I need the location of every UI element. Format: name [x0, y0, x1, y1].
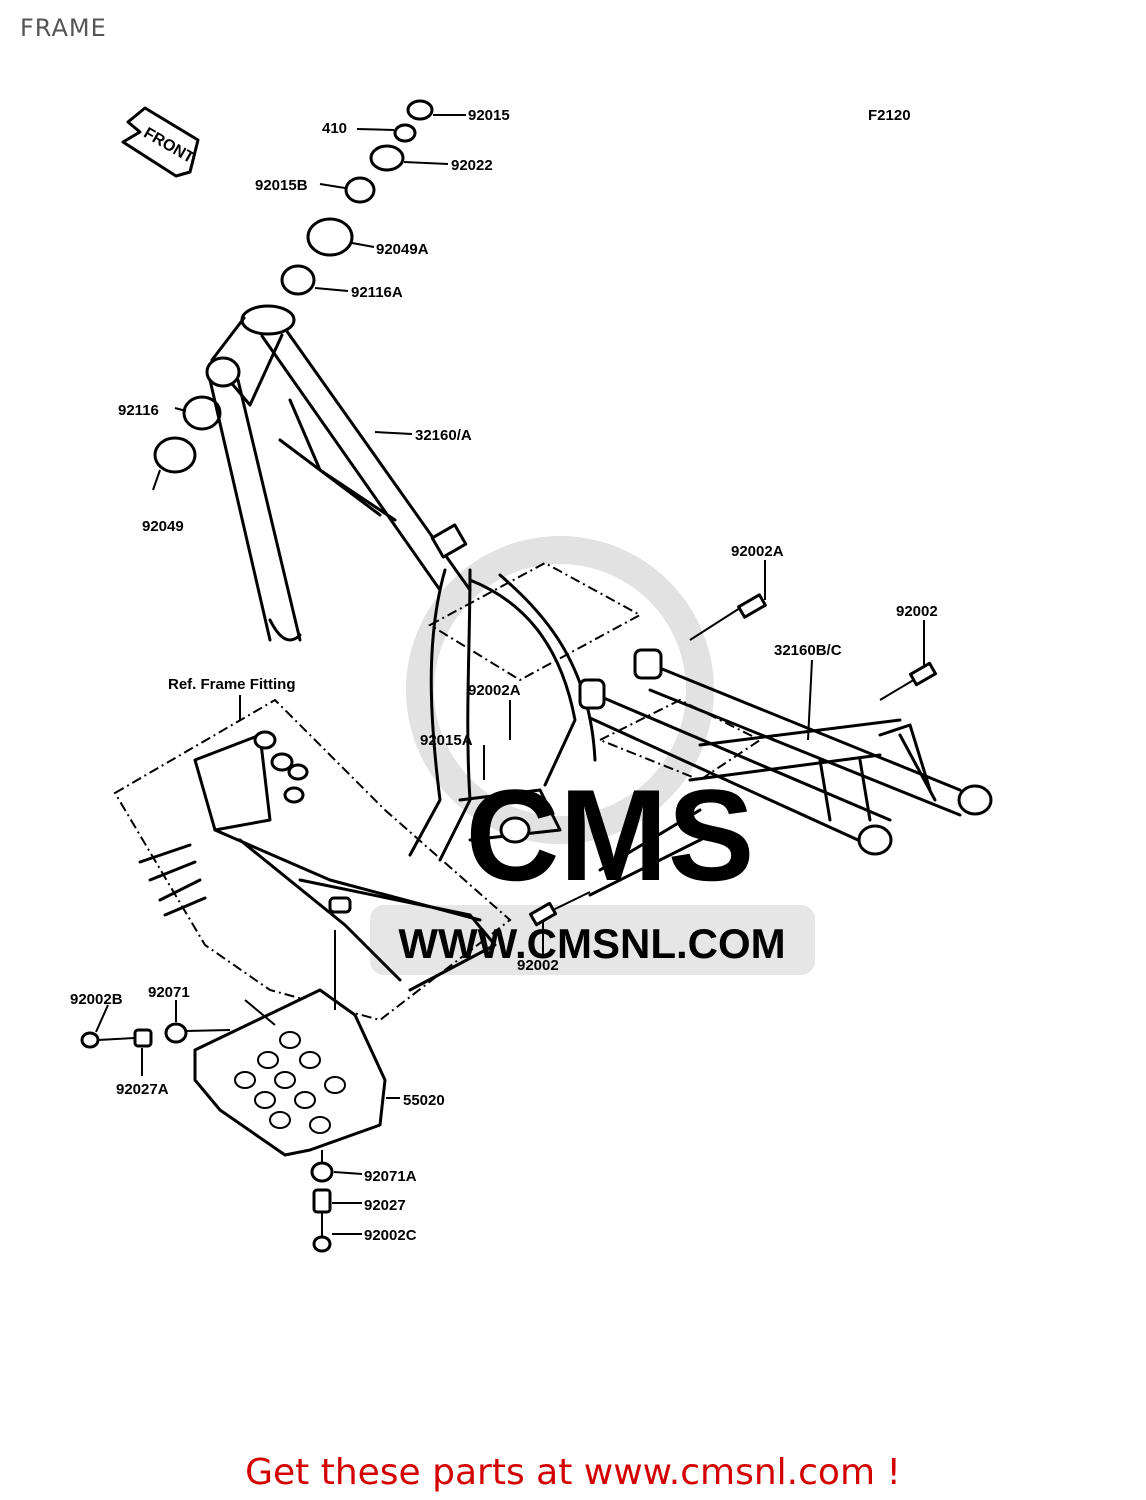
part-label-92027a: 92027A — [116, 1081, 169, 1098]
watermark-domain: WWW.CMSNL.COM — [398, 920, 785, 967]
part-label-92022: 92022 — [451, 157, 493, 174]
leader-lines — [95, 431, 925, 1235]
ref-frame-fitting — [113, 695, 512, 1022]
page-title: FRAME — [20, 14, 107, 42]
part-label-32160a: 32160/A — [415, 427, 472, 444]
part-label-92002-right: 92002 — [896, 603, 938, 620]
part-label-92015b: 92015B — [255, 177, 308, 194]
part-label-32160bc: 32160B/C — [774, 642, 842, 659]
promo-link[interactable]: Get these parts at www.cmsnl.com ! — [245, 1452, 901, 1493]
part-label-92002a-top: 92002A — [731, 543, 784, 560]
skid-plate — [80, 930, 387, 1253]
part-label-92049: 92049 — [142, 518, 184, 535]
part-label-55020: 55020 — [403, 1092, 445, 1109]
part-label-92015: 92015 — [468, 107, 510, 124]
main-frame — [205, 304, 597, 862]
part-label-92002b: 92002B — [70, 991, 123, 1008]
part-label-92071: 92071 — [148, 984, 190, 1001]
part-label-92071a: 92071A — [364, 1168, 417, 1185]
rear-subframe — [528, 593, 993, 927]
part-label-410: 410 — [322, 120, 347, 137]
ref-frame-fitting-label: Ref. Frame Fitting — [168, 676, 296, 693]
part-label-92027: 92027 — [364, 1197, 406, 1214]
part-label-92002a-mid: 92002A — [468, 682, 521, 699]
part-label-92002c: 92002C — [364, 1227, 417, 1244]
part-label-92049a: 92049A — [376, 241, 429, 258]
part-label-92015a: 92015A — [420, 732, 473, 749]
steering-stem-parts — [152, 99, 466, 491]
figure-code: F2120 — [868, 107, 911, 124]
part-label-92116: 92116 — [118, 402, 159, 419]
part-label-92116a: 92116A — [351, 284, 403, 301]
part-label-92002-bottom: 92002 — [517, 957, 559, 974]
front-arrow-icon: FRONT — [121, 106, 200, 178]
